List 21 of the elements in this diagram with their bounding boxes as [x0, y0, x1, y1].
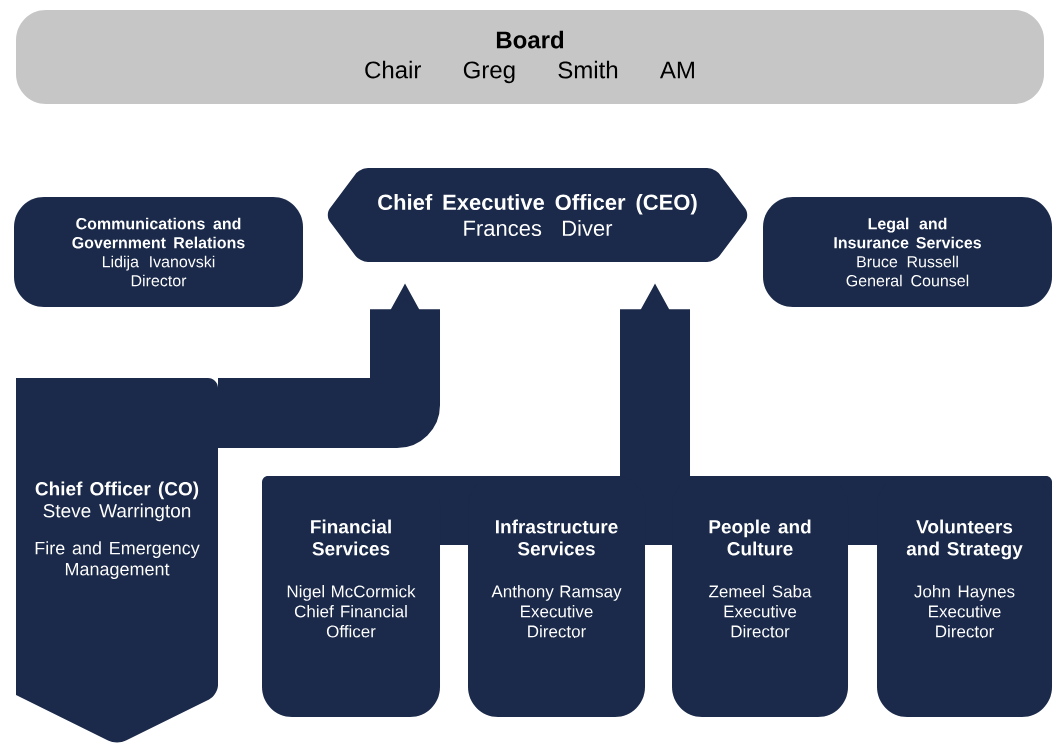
node-label: Executive Director — [521, 605, 593, 638]
node-label: Financial Services — [311, 519, 391, 556]
rounded-box: Legal and Insurance Services Bruce Russell General Counsel — [763, 197, 1052, 307]
node-label: Volunteers and Strategy — [906, 519, 1023, 560]
node-label: John Haynes — [914, 585, 1015, 601]
rounded-box: Board Chair Greg Smith AM — [16, 10, 1044, 104]
rounded-box: People and Culture Zemeel Saba Executive Director — [672, 476, 848, 717]
node-label: Zemeel Saba — [709, 585, 812, 598]
pentagon-arrow-box: Chief Officer (CO) Steve Warrington Fire and Emergency Management — [16, 378, 218, 743]
hexagon-box: Chief Executive Officer (CEO) Frances Diver — [327, 168, 748, 262]
rounded-box: Communications and Government Relations Lidija Ivanovski Director — [14, 197, 303, 307]
node-label: Anthony Ramsay — [491, 585, 622, 601]
node-label: Chief Financial Officer — [294, 605, 407, 638]
node-label: Nigel McCormick — [287, 585, 416, 601]
rounded-box: Volunteers and Strategy John Haynes Executive Director — [877, 476, 1052, 717]
node-label: People and Culture — [709, 519, 811, 556]
rounded-box: Financial Services Nigel McCormick Chief Financial Officer — [262, 476, 440, 717]
rounded-box: Infrastructure Services Anthony Ramsay Executive Director — [468, 476, 645, 717]
node-label: Executive Director — [929, 605, 1001, 638]
node-label: Infrastructure Services — [496, 519, 618, 556]
node-label: Executive Director — [724, 605, 797, 638]
